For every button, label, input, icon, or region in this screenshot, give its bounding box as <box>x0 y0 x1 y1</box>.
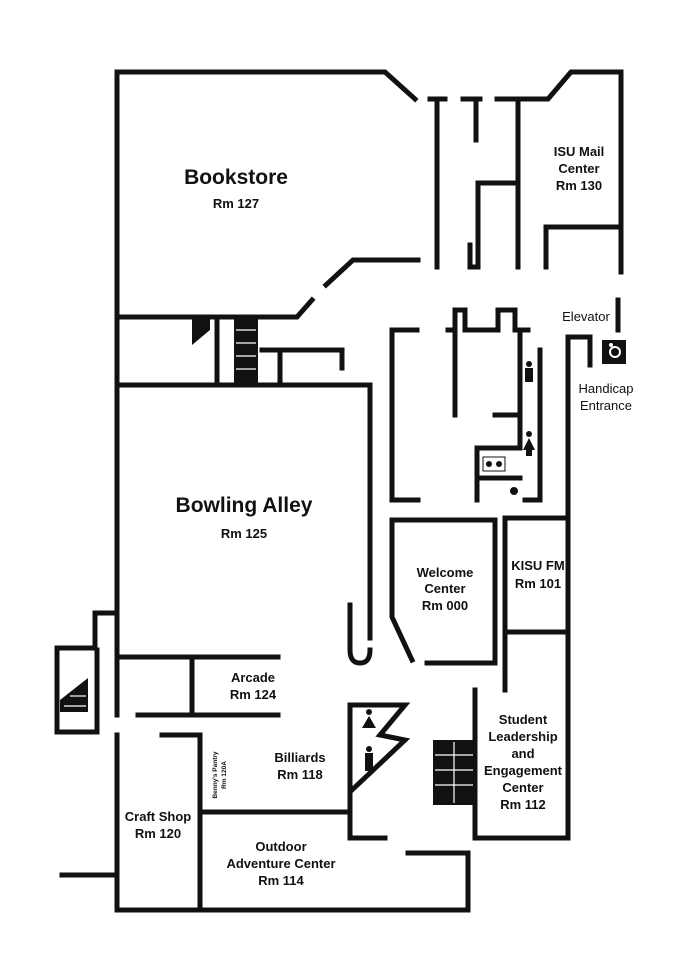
womens-restroom-icon <box>523 431 535 456</box>
room-label-billiards[interactable]: Billiards Rm 118 <box>274 750 325 782</box>
svg-text:KISU FM: KISU FM <box>511 558 564 573</box>
svg-text:Craft Shop: Craft Shop <box>125 809 192 824</box>
svg-text:Rm 112: Rm 112 <box>500 797 546 812</box>
svg-text:Benny's Pantry: Benny's Pantry <box>212 751 219 798</box>
svg-text:Rm 125: Rm 125 <box>221 526 267 541</box>
svg-text:Rm 124: Rm 124 <box>230 687 277 702</box>
walls <box>54 69 624 913</box>
room-label-welcome-center[interactable]: Welcome Center Rm 000 <box>417 565 474 613</box>
room-label-bookstore[interactable]: Bookstore Rm 127 <box>184 166 288 211</box>
accessible-icon <box>482 456 506 472</box>
womens-restroom-icon <box>362 709 376 728</box>
svg-text:Welcome: Welcome <box>417 565 474 580</box>
room-label-outdoor-adventure[interactable]: Outdoor Adventure Center Rm 114 <box>226 839 335 888</box>
room-label-kisu-fm[interactable]: KISU FM Rm 101 <box>511 558 564 591</box>
room-label-bowling-alley[interactable]: Bowling Alley Rm 125 <box>176 494 313 541</box>
svg-text:Handicap: Handicap <box>579 381 634 396</box>
svg-text:Rm 118: Rm 118 <box>277 767 323 782</box>
room-label-student-leadership[interactable]: Student Leadership and Engagement Center… <box>484 712 563 812</box>
mens-restroom-icon <box>365 746 373 771</box>
svg-text:Rm 130: Rm 130 <box>556 178 602 193</box>
svg-text:Outdoor: Outdoor <box>255 839 306 854</box>
svg-text:Rm 101: Rm 101 <box>515 576 561 591</box>
elevator-label[interactable]: Elevator <box>562 309 610 324</box>
svg-text:Rm 120A: Rm 120A <box>221 761 228 789</box>
svg-text:Center: Center <box>424 581 465 596</box>
svg-text:Bookstore: Bookstore <box>184 166 288 189</box>
svg-text:Elevator: Elevator <box>562 309 610 324</box>
room-label-mail-center[interactable]: ISU Mail Center Rm 130 <box>554 144 605 193</box>
svg-text:Leadership: Leadership <box>488 729 557 744</box>
svg-text:and: and <box>511 746 534 761</box>
accessible-icon <box>510 487 518 495</box>
svg-text:Engagement: Engagement <box>484 763 563 778</box>
mens-restroom-icon <box>525 361 533 382</box>
room-label-craft-shop[interactable]: Craft Shop Rm 120 <box>125 809 192 841</box>
svg-text:Student: Student <box>499 712 548 727</box>
door-accessible-icon <box>602 340 626 364</box>
stairs-icon <box>60 317 475 805</box>
svg-text:Rm 127: Rm 127 <box>213 196 259 211</box>
room-label-bennys-pantry[interactable]: Benny's Pantry Rm 120A <box>212 751 228 798</box>
svg-text:Billiards: Billiards <box>274 750 325 765</box>
svg-text:Entrance: Entrance <box>580 398 632 413</box>
svg-text:Rm 114: Rm 114 <box>258 873 304 888</box>
svg-text:Adventure Center: Adventure Center <box>226 856 335 871</box>
handicap-entrance-label[interactable]: Handicap Entrance <box>579 381 634 413</box>
svg-text:ISU Mail: ISU Mail <box>554 144 605 159</box>
svg-text:Center: Center <box>502 780 543 795</box>
svg-text:Rm 120: Rm 120 <box>135 826 181 841</box>
svg-text:Arcade: Arcade <box>231 670 275 685</box>
svg-text:Center: Center <box>558 161 599 176</box>
room-label-arcade[interactable]: Arcade Rm 124 <box>230 670 277 702</box>
svg-text:Bowling Alley: Bowling Alley <box>176 494 313 517</box>
svg-text:Rm 000: Rm 000 <box>422 598 468 613</box>
